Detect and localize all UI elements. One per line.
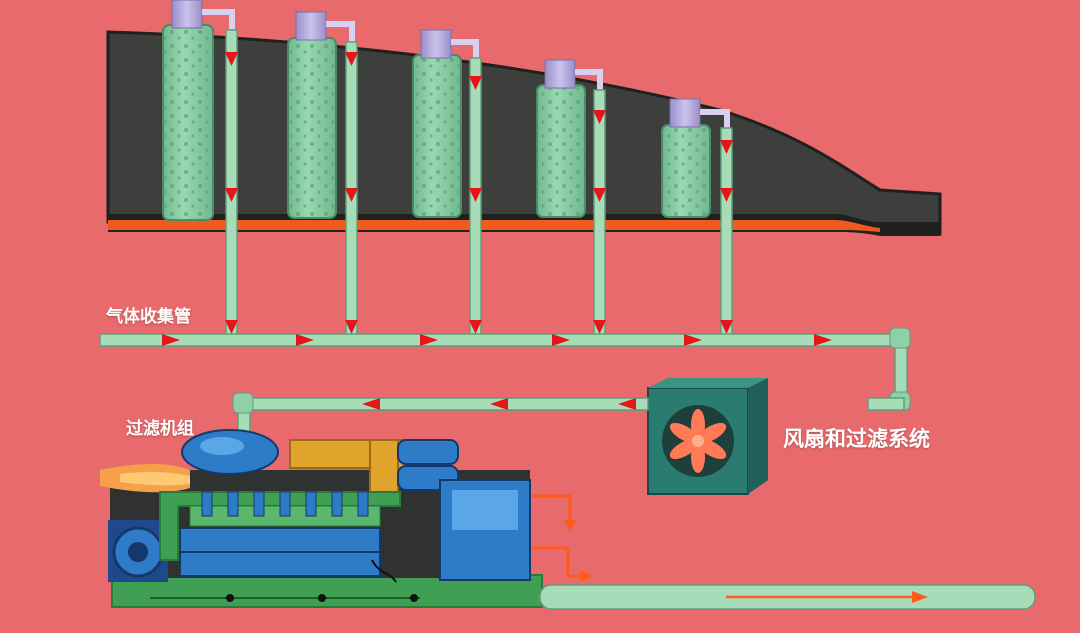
gas-well [661,98,730,218]
exhaust-arrowheads [564,520,592,582]
fan-filter-unit [647,378,768,495]
gas-well [536,59,603,218]
gas-wells [162,0,730,221]
vertical-flow-arrows [225,52,733,334]
generator-set [100,429,543,608]
gas-well [287,11,355,219]
filter-unit-label: 过滤机组 [126,419,194,439]
collection-flow-arrows [162,334,832,346]
return-pipe [232,392,649,439]
fan-icon [669,409,727,473]
return-flow-arrows [362,398,636,410]
gas-well [162,0,235,221]
gas-well [412,29,479,218]
output-pipe [539,584,1036,610]
exhaust-arrows [532,494,582,578]
gas-collection-pipe-label: 气体收集管 [106,307,191,327]
fan-filter-system-label: 风扇和过滤系统 [783,427,930,451]
